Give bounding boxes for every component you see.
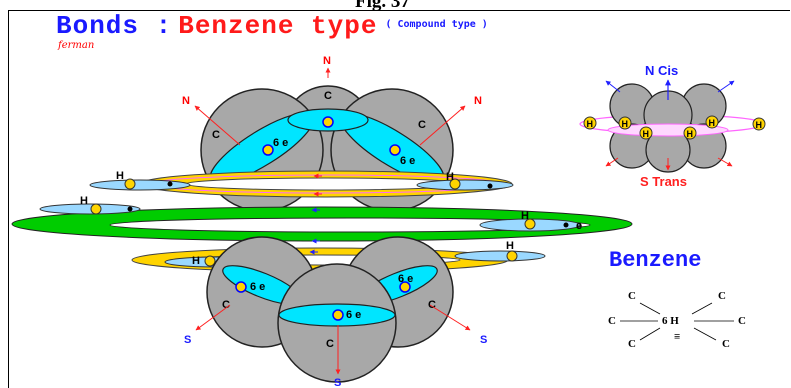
diagram-frame — [8, 10, 790, 388]
hydrogen-label: H — [622, 119, 629, 129]
electron-label: 6 e — [398, 273, 413, 285]
hydrogen-atoms: H H H H H H — [583, 115, 766, 140]
south-label: S — [184, 334, 191, 346]
carbon-label: C — [212, 129, 220, 141]
formula-carbon: C — [718, 290, 726, 302]
nucleus — [235, 281, 247, 293]
hydrogen-label: H — [116, 170, 124, 182]
south-label: S — [480, 334, 487, 346]
formula-carbon: C — [608, 315, 616, 327]
electron-label: 6 e — [400, 155, 415, 167]
title-benzene-type: Benzene type — [178, 11, 378, 41]
electron-label: 6 e — [346, 309, 361, 321]
nucleus — [399, 281, 411, 293]
formula-carbon: C — [738, 315, 746, 327]
nucleus — [389, 144, 401, 156]
formula-carbon: C — [628, 290, 636, 302]
carbon-label: C — [326, 338, 334, 350]
electron-label: 6 e — [273, 137, 288, 149]
formula-carbon: C — [628, 338, 636, 350]
carbon-label: C — [418, 119, 426, 131]
title-bonds: Bonds : — [56, 11, 173, 41]
hydrogen-label: H — [80, 195, 88, 207]
author-signature: ferman — [58, 40, 95, 51]
title-subtitle: ( Compound type ) — [385, 19, 488, 30]
electron-label: 6 e — [250, 281, 265, 293]
north-label: N — [182, 95, 190, 107]
figure-caption: Fig. 37 — [355, 0, 410, 12]
formula-carbon: C — [722, 338, 730, 350]
hydrogen-label: H — [756, 120, 763, 130]
hydrogen-label: H — [643, 129, 650, 139]
cis-trans-molecule: N Cis S Trans H H H H H H — [579, 63, 766, 189]
electron-label: e — [576, 220, 582, 232]
north-label: N — [323, 55, 331, 67]
benzene-label: Benzene — [609, 248, 702, 273]
nucleus — [262, 144, 274, 156]
hydrogen-label: H — [587, 119, 594, 129]
diagram-title: Bonds :Benzene type ( Compound type ) — [56, 11, 488, 41]
hydrogen-atoms: H H H H e H H — [39, 170, 582, 268]
hydrogen-label: H — [192, 255, 200, 267]
carbon-label: C — [222, 299, 230, 311]
nucleus — [322, 116, 334, 128]
formula-triple-bond: ≡ — [674, 331, 680, 343]
carbon-label: C — [428, 299, 436, 311]
hydrogen-label: H — [506, 240, 514, 252]
hydrogen-label: H — [687, 129, 694, 139]
south-label: S — [334, 377, 341, 388]
benzene-formula: C C C C C C 6 H ≡ — [608, 290, 746, 350]
nucleus — [332, 309, 344, 321]
formula-center: 6 H — [662, 315, 679, 327]
hydrogen-label: H — [709, 118, 716, 128]
s-trans-label: S Trans — [640, 174, 687, 189]
hydrogen-label: H — [446, 171, 454, 183]
n-cis-label: N Cis — [645, 63, 678, 78]
carbon-label: C — [324, 90, 332, 102]
north-label: N — [474, 95, 482, 107]
bottom-ring: 6 e 6 e 6 e C C C S S S — [184, 236, 487, 388]
hydrogen-label: H — [521, 210, 529, 222]
